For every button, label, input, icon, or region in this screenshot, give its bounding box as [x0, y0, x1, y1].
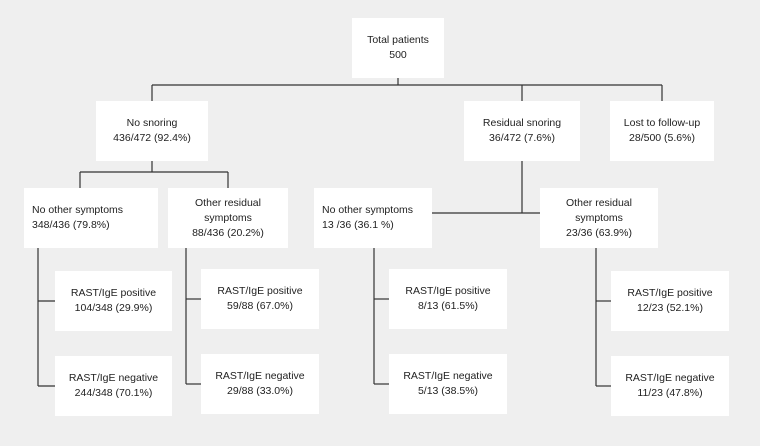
- box-value: 29/88 (33.0%): [227, 385, 293, 397]
- residual-snoring-other-symptoms-box: Other residual symptoms 23/36 (63.9%): [540, 188, 658, 248]
- residual-snoring-box: Residual snoring 36/472 (7.6%): [464, 101, 580, 161]
- rs-no-other-rast-negative-box: RAST/IgE negative 5/13 (38.5%): [389, 354, 507, 414]
- box-label: RAST/IgE positive: [627, 287, 713, 299]
- ns-no-other-rast-negative-box: RAST/IgE negative 244/348 (70.1%): [55, 356, 172, 416]
- box-value: 244/348 (70.1%): [74, 387, 153, 399]
- box-label: symptoms: [204, 211, 252, 224]
- box-label: Other residual: [566, 196, 632, 209]
- box-label: RAST/IgE negative: [625, 372, 715, 384]
- box-label: RAST/IgE positive: [70, 287, 157, 299]
- box-label: No snoring: [126, 117, 178, 129]
- box-value: 5/13 (38.5%): [417, 385, 479, 397]
- lost-to-follow-up-box: Lost to follow-up 28/500 (5.6%): [610, 101, 714, 161]
- rs-no-other-rast-positive-box: RAST/IgE positive 8/13 (61.5%): [389, 269, 507, 329]
- box-value: 11/23 (47.8%): [637, 387, 703, 399]
- box-label: RAST/IgE negative: [403, 370, 493, 382]
- ns-other-rast-positive-box: RAST/IgE positive 59/88 (67.0%): [201, 269, 319, 329]
- box-label: Total patients: [367, 34, 429, 46]
- no-snoring-no-other-symptoms-box: No other symptoms 348/436 (79.8%): [24, 188, 158, 248]
- box-value: 500: [389, 49, 407, 61]
- box-label: No other symptoms: [322, 204, 414, 216]
- box-label: RAST/IgE positive: [217, 285, 303, 297]
- box-label: RAST/IgE negative: [215, 370, 305, 382]
- ns-no-other-rast-positive-box: RAST/IgE positive 104/348 (29.9%): [55, 271, 172, 331]
- box-label: RAST/IgE positive: [405, 285, 491, 297]
- box-value: 12/23 (52.1%): [637, 302, 703, 314]
- ns-other-rast-negative-box: RAST/IgE negative 29/88 (33.0%): [201, 354, 319, 414]
- box-value: 28/500 (5.6%): [629, 132, 695, 144]
- box-label: Residual snoring: [482, 117, 562, 129]
- rs-other-rast-negative-box: RAST/IgE negative 11/23 (47.8%): [611, 356, 729, 416]
- box-label: RAST/IgE negative: [68, 372, 159, 384]
- box-value: 13 /36 (36.1 %): [322, 219, 394, 231]
- box-value: 104/348 (29.9%): [74, 302, 153, 314]
- box-value: 8/13 (61.5%): [417, 300, 479, 312]
- box-label: symptoms: [575, 211, 623, 224]
- box-value: 23/36 (63.9%): [566, 226, 632, 239]
- rs-other-rast-positive-box: RAST/IgE positive 12/23 (52.1%): [611, 271, 729, 331]
- box-label: Lost to follow-up: [623, 117, 701, 129]
- box-value: 88/436 (20.2%): [192, 226, 264, 239]
- no-snoring-other-symptoms-box: Other residual symptoms 88/436 (20.2%): [168, 188, 288, 248]
- box-value: 59/88 (67.0%): [227, 300, 293, 312]
- residual-snoring-no-other-symptoms-box: No other symptoms 13 /36 (36.1 %): [314, 188, 432, 248]
- total-patients-box: Total patients 500: [352, 18, 444, 78]
- box-label: Other residual: [195, 196, 261, 209]
- no-snoring-box: No snoring 436/472 (92.4%): [96, 101, 208, 161]
- box-label: No other symptoms: [32, 204, 124, 216]
- box-value: 36/472 (7.6%): [489, 132, 555, 144]
- box-value: 348/436 (79.8%): [32, 219, 110, 231]
- box-value: 436/472 (92.4%): [113, 132, 191, 144]
